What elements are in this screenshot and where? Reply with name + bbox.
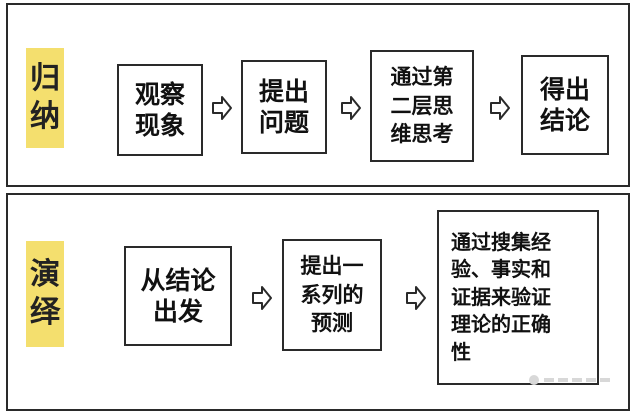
step-second-level-thinking: 通过第 二层思 维思考 xyxy=(370,50,474,162)
induction-label-char-1: 归 xyxy=(30,61,60,96)
hollow-right-arrow-icon xyxy=(252,286,272,310)
deduction-label-char-1: 演 xyxy=(30,257,60,292)
deduction-label-char-2: 绎 xyxy=(30,295,60,330)
step-second-level-thinking-text: 通过第 二层思 维思考 xyxy=(390,65,454,147)
step-make-predictions: 提出一 系列的 预测 xyxy=(282,239,382,351)
step-observe-phenomena: 观察 现象 xyxy=(117,64,203,156)
induction-label-char-2: 纳 xyxy=(30,99,60,134)
step-draw-conclusion: 得出 结论 xyxy=(521,55,609,155)
step-propose-question: 提出 问题 xyxy=(241,60,327,154)
induction-label: 归 纳 xyxy=(26,48,64,148)
watermark-logo xyxy=(529,375,610,385)
step-start-from-conclusion-text: 从结论 出发 xyxy=(140,265,216,326)
hollow-right-arrow-icon xyxy=(212,96,232,120)
hollow-right-arrow-icon xyxy=(406,286,426,310)
step-draw-conclusion-text: 得出 结论 xyxy=(539,74,590,135)
deduction-label: 演 绎 xyxy=(26,241,64,347)
step-verify-with-evidence: 通过搜集经 验、事实和 证据来验证 理论的正确 性 xyxy=(437,210,599,385)
step-verify-with-evidence-text: 通过搜集经 验、事实和 证据来验证 理论的正确 性 xyxy=(451,229,551,364)
hollow-right-arrow-icon xyxy=(490,96,510,120)
step-start-from-conclusion: 从结论 出发 xyxy=(124,246,232,346)
step-make-predictions-text: 提出一 系列的 预测 xyxy=(300,254,364,336)
hollow-right-arrow-icon xyxy=(341,96,361,120)
step-propose-question-text: 提出 问题 xyxy=(258,76,309,137)
step-observe-phenomena-text: 观察 现象 xyxy=(134,79,185,140)
